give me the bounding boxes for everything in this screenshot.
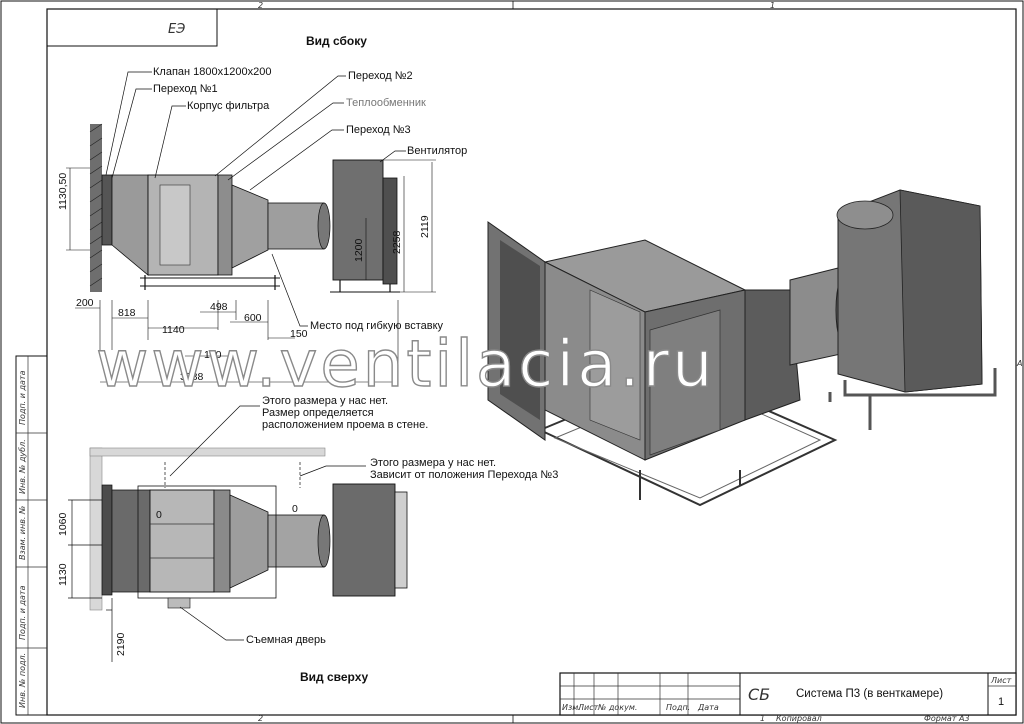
tb-name: Система П3 (в венткамере) [796,688,943,700]
label-filter-body: Корпус фильтра [187,100,270,112]
dim-180: 180 [204,349,222,361]
tb-code: СБ [748,685,770,704]
tb-col-date: Дата [697,703,719,712]
strip-sign-date-2: Подп. и дата [18,585,27,640]
dim-818: 818 [118,307,136,319]
tb-col-izm: Изм. [562,703,581,712]
dim-zero-a: 0 [156,509,162,521]
strip-vzam-inv: Взам. инв. № [18,506,27,560]
dim-1200: 1200 [353,238,365,262]
label-heat-exchanger: Теплообменник [346,97,426,109]
tb-col-list: Лист [577,703,599,712]
tb-format: Формат А3 [924,714,970,723]
strip-sign-date-1: Подп. и дата [18,370,27,425]
zone-bottom-left: 2 [258,714,263,723]
tb-sheet-label: Лист [990,676,1012,685]
zone-right: A [1016,359,1022,368]
side-view-title: Вид сбоку [306,34,367,48]
watermark: www.ventilacia.ru [96,328,716,402]
strip-inv-podl: Инв. № подл. [18,653,27,708]
note-transition3-1: Этого размера у нас нет. [370,457,496,469]
dim-1130-top: 1130 [57,563,69,586]
top-view-drawing [89,447,408,611]
tb-col-docnum: № докум. [597,703,637,712]
corner-code-box [46,8,218,47]
label-removable-door: Съемная дверь [246,634,326,646]
title-block: Изм. Лист № докум. Подп. Дата СБ Система… [559,672,1017,723]
side-view-drawing [89,123,400,293]
strip-inv-dubl: Инв. № дубл. [18,439,27,494]
left-strip: Подп. и дата Инв. № дубл. Взам. инв. № П… [15,355,48,716]
dim-2119: 2119 [419,215,431,238]
dim-150: 150 [290,328,308,340]
side-view-dimension-lines [66,159,436,385]
dim-3588: 3588 [180,371,204,383]
dim-zero-b: 0 [292,503,298,515]
dim-2190: 2190 [115,632,127,656]
tb-col-sign: Подп. [666,703,690,712]
dim-1140: 1140 [162,324,185,336]
corner-code: ЕЭ [168,22,185,37]
zone-top-right: 1 [770,1,775,10]
note-wall-opening-3: расположением проема в стене. [262,419,428,431]
dim-200: 200 [76,297,94,309]
isometric-view-drawing [487,189,997,507]
label-fan: Вентилятор [407,145,467,157]
dim-600: 600 [244,312,262,324]
top-view-title: Вид сверху [300,670,369,684]
top-view-leaders [68,405,366,662]
tb-zone-bottom: 1 [760,714,765,723]
tb-copied: Копировал [776,714,822,723]
side-view-leaders [105,71,406,327]
note-wall-opening-1: Этого размера у нас нет. [262,395,388,407]
zone-top-left: 2 [258,1,263,10]
label-transition-2: Переход №2 [348,70,413,82]
label-transition-3: Переход №3 [346,124,411,136]
dim-498: 498 [210,301,228,313]
dim-1060: 1060 [57,512,69,536]
tb-sheet-number: 1 [998,696,1004,708]
label-valve: Клапан 1800х1200х200 [153,66,271,78]
dim-1130-50: 1130,50 [57,173,69,210]
note-wall-opening-2: Размер определяется [262,407,374,419]
label-flex-insert: Место под гибкую вставку [310,320,444,332]
note-transition3-2: Зависит от положения Перехода №3 [370,469,558,481]
dim-2258: 2258 [391,230,403,254]
label-transition-1: Переход №1 [153,83,218,95]
